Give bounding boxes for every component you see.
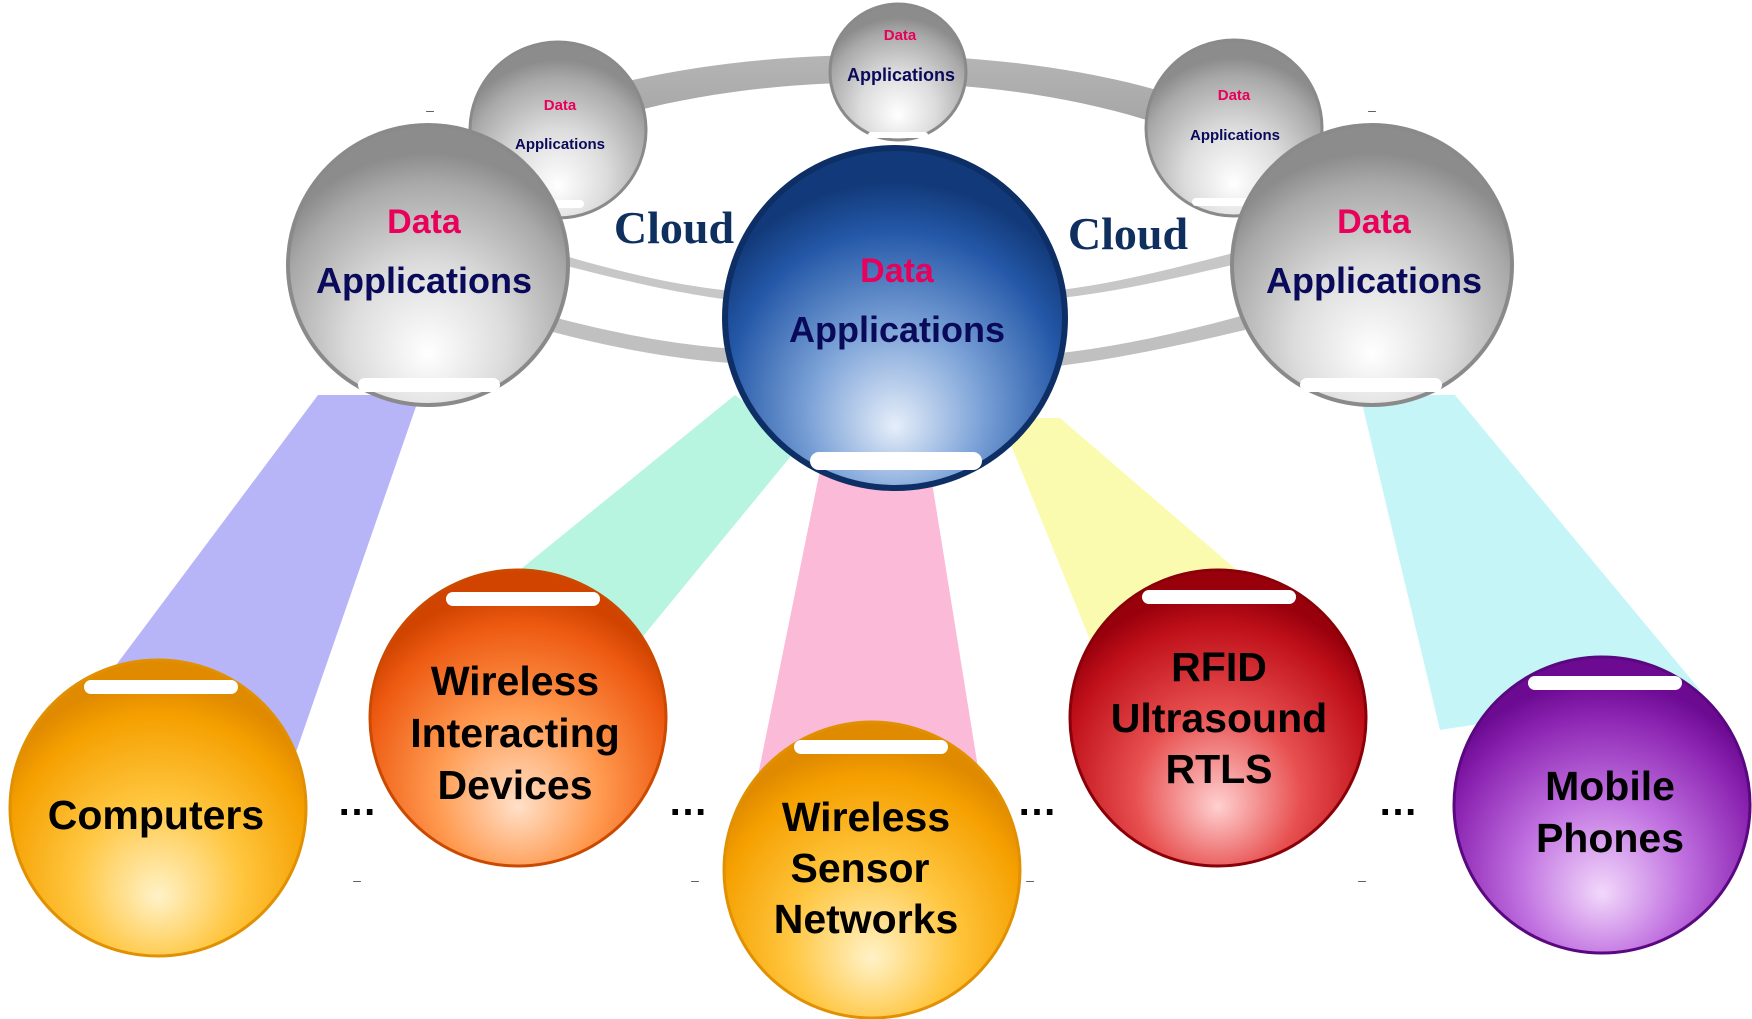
mobile-label-line-2: Phones <box>1536 815 1684 861</box>
sensor-networks-label-line-3: Networks <box>774 896 959 942</box>
wireless-devices-label-line-2: Interacting <box>410 710 620 756</box>
sphere-right: Data Applications <box>1230 123 1514 407</box>
device-mobile-phones: Mobile Phones <box>1452 655 1752 955</box>
top-center-apps-label: Applications <box>847 65 955 85</box>
device-computers: Computers <box>8 658 308 958</box>
sphere-top-center: Data Applications <box>828 2 968 142</box>
left-data-label: Data <box>387 203 462 241</box>
sensor-networks-label-line-1: Wireless <box>782 794 950 840</box>
ring-band-bottom-right <box>1040 315 1245 368</box>
top-left-data-label: Data <box>544 97 577 114</box>
left-apps-label: Applications <box>316 260 532 301</box>
wireless-devices-label-line-3: Devices <box>437 762 592 808</box>
ellipsis-3: … <box>1017 780 1057 824</box>
dash-4: – <box>691 872 699 888</box>
dash-3: – <box>353 872 361 888</box>
mobile-label-line-1: Mobile <box>1545 763 1675 809</box>
dash-1: – <box>426 102 434 118</box>
top-center-data-label: Data <box>884 27 917 44</box>
ellipsis-2: … <box>668 780 708 824</box>
ring-band-top <box>560 55 1190 135</box>
top-right-apps-label: Applications <box>1190 127 1280 144</box>
top-right-data-label: Data <box>1218 87 1251 104</box>
dash-5: – <box>1026 872 1034 888</box>
sphere-left: Data Applications <box>286 123 570 407</box>
right-data-label: Data <box>1337 203 1412 241</box>
ring-band-bottom-left <box>545 315 760 365</box>
device-wireless-interacting-devices: Wireless Interacting Devices <box>368 568 668 868</box>
ellipsis-4: … <box>1378 780 1418 824</box>
rfid-label-line-2: Ultrasound <box>1111 695 1327 741</box>
top-left-apps-label: Applications <box>515 136 605 153</box>
wireless-devices-label-line-1: Wireless <box>431 658 599 704</box>
ring-band-lower-right <box>1040 250 1245 300</box>
device-rfid-ultrasound-rtls: RFID Ultrasound RTLS <box>1068 568 1368 868</box>
ring-band-lower-left <box>555 253 760 303</box>
computers-label-line-1: Computers <box>48 792 264 838</box>
device-wireless-sensor-networks: Wireless Sensor Networks <box>722 720 1022 1019</box>
sensor-networks-label-line-2: Sensor <box>791 845 930 891</box>
sphere-center: Data Applications <box>722 145 1068 491</box>
right-apps-label: Applications <box>1266 260 1482 301</box>
beam-sensor-networks <box>755 470 980 790</box>
cloud-label-right: Cloud <box>1068 208 1189 259</box>
cloud-label-left: Cloud <box>614 202 735 253</box>
center-data-label: Data <box>860 252 935 290</box>
beam-mobile <box>1360 395 1700 730</box>
rfid-label-line-3: RTLS <box>1165 746 1272 792</box>
dash-6: – <box>1358 872 1366 888</box>
rfid-label-line-1: RFID <box>1171 644 1267 690</box>
dash-2: – <box>1368 102 1376 118</box>
cloud-ring <box>545 55 1245 368</box>
center-apps-label: Applications <box>789 309 1005 350</box>
ellipsis-1: … <box>337 780 377 824</box>
